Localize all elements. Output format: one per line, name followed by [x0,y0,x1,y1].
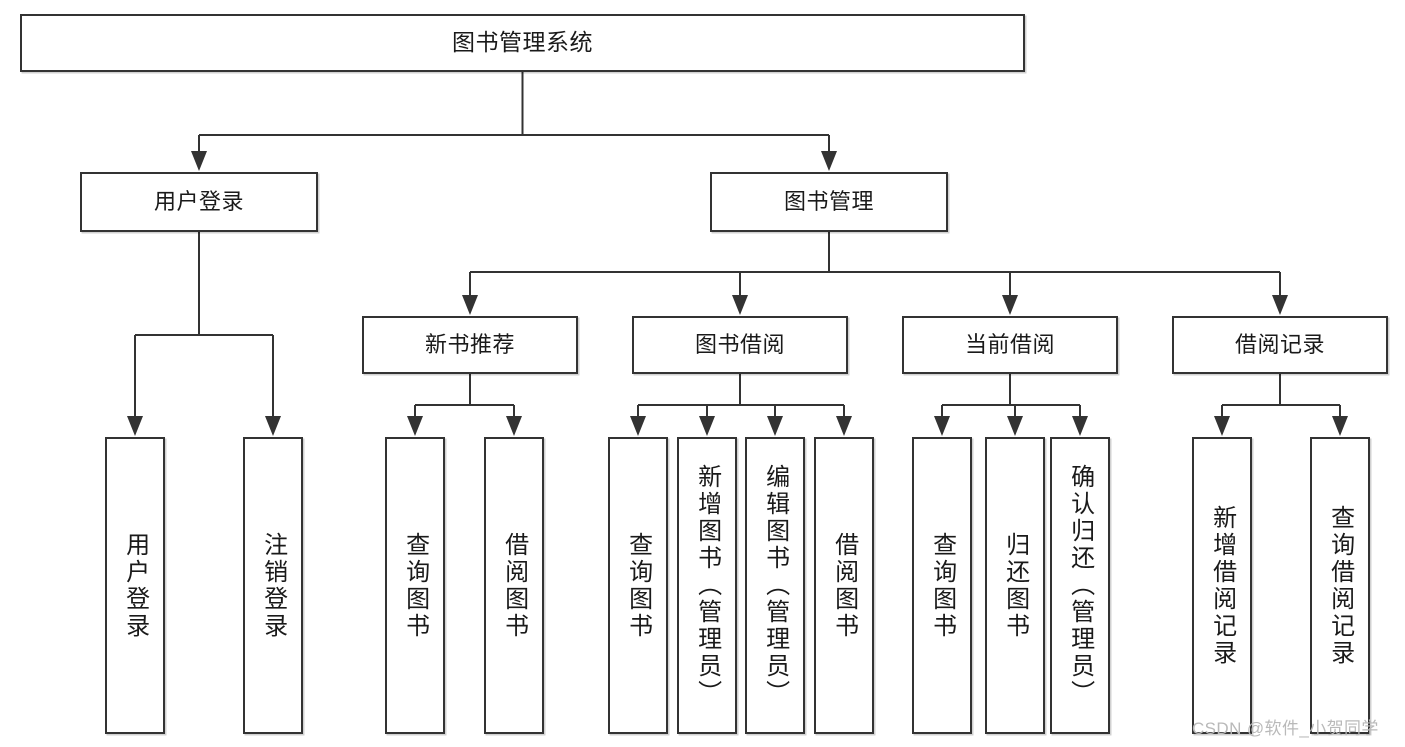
node-root[interactable]: 图书管理系统 [20,14,1025,72]
node-label: 查询图书 [624,531,652,640]
node-label: 图书管理系统 [452,29,593,56]
arrowhead-icon [1007,416,1023,436]
node-leaf-current-2[interactable]: 归还图书 [985,437,1045,734]
node-label: 确认归还（管理员） [1066,464,1094,707]
node-label: 借阅图书 [500,531,528,640]
node-leaf-borrow-2[interactable]: 新增图书（管理员） [677,437,737,734]
arrowhead-icon [1072,416,1088,436]
node-label: 新书推荐 [424,332,515,358]
node-label: 借阅记录 [1234,332,1325,358]
arrowhead-icon [127,416,143,436]
node-leaf-login-1[interactable]: 用户登录 [105,437,165,734]
arrowhead-icon [407,416,423,436]
node-leaf-newbook-1[interactable]: 查询图书 [385,437,445,734]
arrowhead-icon [1002,295,1018,315]
arrowhead-icon [462,295,478,315]
node-label: 图书借阅 [694,332,785,358]
node-label: 归还图书 [1001,531,1029,640]
node-label: 查询图书 [928,531,956,640]
node-label: 查询借阅记录 [1326,504,1354,667]
node-record[interactable]: 借阅记录 [1172,316,1388,374]
node-borrow[interactable]: 图书借阅 [632,316,848,374]
arrowhead-icon [821,151,837,171]
node-leaf-borrow-4[interactable]: 借阅图书 [814,437,874,734]
node-newbook[interactable]: 新书推荐 [362,316,578,374]
node-label: 注销登录 [259,531,287,640]
node-leaf-borrow-3[interactable]: 编辑图书（管理员） [745,437,805,734]
node-leaf-record-1[interactable]: 新增借阅记录 [1192,437,1252,734]
node-current[interactable]: 当前借阅 [902,316,1118,374]
node-label: 用户登录 [153,189,244,215]
node-label: 查询图书 [401,531,429,640]
arrowhead-icon [1272,295,1288,315]
node-bookmgmt[interactable]: 图书管理 [710,172,948,232]
node-leaf-record-2[interactable]: 查询借阅记录 [1310,437,1370,734]
arrowhead-icon [191,151,207,171]
arrowhead-icon [630,416,646,436]
arrowhead-icon [1214,416,1230,436]
arrowhead-icon [506,416,522,436]
node-label: 用户登录 [121,531,149,640]
arrowhead-icon [1332,416,1348,436]
node-label: 新增借阅记录 [1208,504,1236,667]
arrowhead-icon [732,295,748,315]
node-leaf-login-2[interactable]: 注销登录 [243,437,303,734]
node-leaf-newbook-2[interactable]: 借阅图书 [484,437,544,734]
node-leaf-current-3[interactable]: 确认归还（管理员） [1050,437,1110,734]
node-label: 新增图书（管理员） [693,464,721,707]
arrowhead-icon [699,416,715,436]
node-label: 当前借阅 [964,332,1055,358]
node-leaf-current-1[interactable]: 查询图书 [912,437,972,734]
arrowhead-icon [836,416,852,436]
node-label: 编辑图书（管理员） [761,464,789,707]
arrowhead-icon [767,416,783,436]
node-label: 图书管理 [783,189,874,215]
arrowhead-icon [934,416,950,436]
node-login[interactable]: 用户登录 [80,172,318,232]
arrowhead-icon [265,416,281,436]
node-leaf-borrow-1[interactable]: 查询图书 [608,437,668,734]
node-label: 借阅图书 [830,531,858,640]
